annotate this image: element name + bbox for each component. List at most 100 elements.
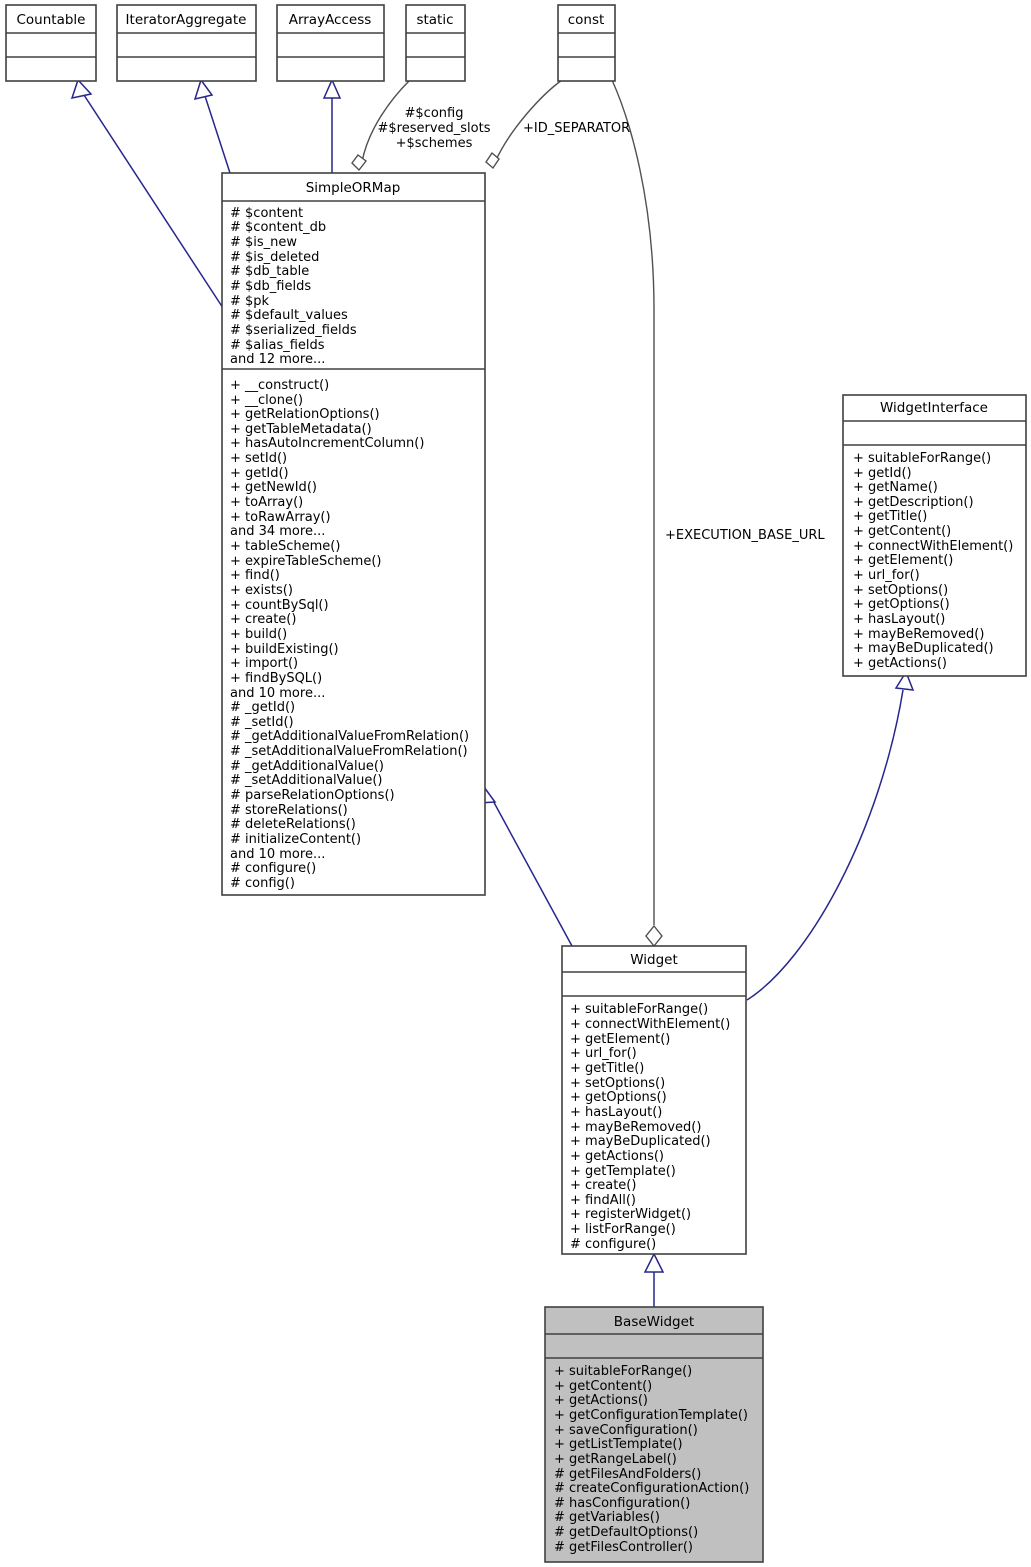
svg-text:and 12 more...: and 12 more...: [230, 352, 325, 367]
class-box-widget[interactable]: Widget + suitableForRange() + connectWit…: [561, 945, 747, 1255]
svg-text:and 10 more...: and 10 more...: [230, 686, 325, 701]
class-title-widget: Widget: [630, 952, 678, 968]
svg-text:+ registerWidget(): + registerWidget(): [570, 1207, 691, 1222]
svg-text:+ getNewId(): + getNewId(): [230, 480, 317, 495]
svg-text:+ find(): + find(): [230, 568, 280, 583]
svg-text:+ expireTableScheme(): + expireTableScheme(): [230, 554, 381, 569]
svg-text:+ getName(): + getName(): [853, 480, 938, 495]
svg-text:+ countBySql(): + countBySql(): [230, 598, 329, 613]
svg-text:+ toArray(): + toArray(): [230, 495, 303, 510]
svg-text:+ build(): + build(): [230, 627, 287, 642]
svg-text:# createConfigurationAction(): # createConfigurationAction(): [554, 1481, 749, 1496]
svg-text:+ setOptions(): + setOptions(): [853, 583, 948, 598]
svg-text:+ toRawArray(): + toRawArray(): [230, 510, 331, 525]
svg-text:# $db_table: # $db_table: [230, 264, 309, 279]
svg-text:+ __construct(): + __construct(): [230, 378, 329, 393]
edge-widget-const: [611, 79, 663, 948]
svg-text:+ mayBeRemoved(): + mayBeRemoved(): [853, 627, 984, 642]
class-title-static: static: [416, 12, 453, 28]
svg-text:+ getActions(): + getActions(): [853, 656, 947, 671]
svg-text:# _getId(): # _getId(): [230, 700, 295, 715]
svg-text:+ listForRange(): + listForRange(): [570, 1222, 676, 1237]
svg-text:+ hasLayout(): + hasLayout(): [853, 612, 945, 627]
edge-simpleormap-iteratoraggregate: [193, 78, 231, 174]
edge-basewidget-widget: [643, 1252, 665, 1307]
svg-text:# storeRelations(): # storeRelations(): [230, 803, 348, 818]
svg-text:+ findBySQL(): + findBySQL(): [230, 671, 322, 686]
svg-text:+ getTableMetadata(): + getTableMetadata(): [230, 422, 372, 437]
svg-text:+ getConfigurationTemplate(): + getConfigurationTemplate(): [554, 1408, 748, 1423]
class-box-simpleormap[interactable]: SimpleORMap # $content # $content_db # $…: [221, 172, 486, 896]
svg-text:+ getActions(): + getActions(): [554, 1393, 648, 1408]
svg-text:+ findAll(): + findAll(): [570, 1193, 636, 1208]
svg-text:+ getTemplate(): + getTemplate(): [570, 1164, 676, 1179]
svg-text:# $pk: # $pk: [230, 294, 270, 309]
class-title-iteratoraggregate: IteratorAggregate: [126, 12, 247, 28]
svg-text:# getDefaultOptions(): # getDefaultOptions(): [554, 1525, 698, 1540]
svg-text:# $content: # $content: [230, 206, 303, 221]
class-box-basewidget[interactable]: BaseWidget + suitableForRange() + getCon…: [544, 1306, 764, 1563]
class-title-simpleormap: SimpleORMap: [306, 180, 401, 196]
svg-text:+ buildExisting(): + buildExisting(): [230, 642, 339, 657]
svg-text:+ setOptions(): + setOptions(): [570, 1076, 665, 1091]
svg-text:+ getRangeLabel(): + getRangeLabel(): [554, 1452, 677, 1467]
edge-widget-simpleormap: [477, 785, 573, 947]
edge-simpleormap-const: [485, 79, 563, 170]
svg-text:#$reserved_slots: #$reserved_slots: [378, 121, 491, 136]
svg-text:+ suitableForRange(): + suitableForRange(): [554, 1364, 692, 1379]
class-title-widgetinterface: WidgetInterface: [880, 400, 988, 416]
class-box-static[interactable]: static: [405, 4, 466, 82]
svg-text:+ getDescription(): + getDescription(): [853, 495, 974, 510]
svg-text:# _setAdditionalValueFromRelat: # _setAdditionalValueFromRelation(): [230, 744, 468, 759]
svg-text:+ suitableForRange(): + suitableForRange(): [853, 451, 991, 466]
svg-text:# $default_values: # $default_values: [230, 308, 348, 323]
class-box-widgetinterface[interactable]: WidgetInterface + suitableForRange() + g…: [842, 394, 1027, 677]
class-box-iteratoraggregate[interactable]: IteratorAggregate: [116, 4, 257, 82]
svg-text:# _setId(): # _setId(): [230, 715, 294, 730]
svg-text:+ suitableForRange(): + suitableForRange(): [570, 1002, 708, 1017]
svg-text:# parseRelationOptions(): # parseRelationOptions(): [230, 788, 395, 803]
svg-text:+ mayBeDuplicated(): + mayBeDuplicated(): [853, 641, 994, 656]
svg-text:# $alias_fields: # $alias_fields: [230, 338, 325, 353]
svg-text:+ hasAutoIncrementColumn(): + hasAutoIncrementColumn(): [230, 436, 424, 451]
svg-text:and 34 more...: and 34 more...: [230, 524, 325, 539]
class-title-arrayaccess: ArrayAccess: [289, 12, 372, 28]
svg-text:+ getId(): + getId(): [230, 466, 289, 481]
class-box-arrayaccess[interactable]: ArrayAccess: [276, 4, 385, 82]
svg-text:+ __clone(): + __clone(): [230, 393, 303, 408]
svg-text:+ getTitle(): + getTitle(): [570, 1061, 644, 1076]
svg-text:# config(): # config(): [230, 876, 295, 891]
svg-text:+ hasLayout(): + hasLayout(): [570, 1105, 662, 1120]
svg-text:+ create(): + create(): [570, 1178, 636, 1193]
svg-text:# getVariables(): # getVariables(): [554, 1510, 660, 1525]
svg-text:+ getActions(): + getActions(): [570, 1149, 664, 1164]
svg-text:+ getRelationOptions(): + getRelationOptions(): [230, 407, 380, 422]
class-methods-basewidget: + suitableForRange() + getContent() + ge…: [554, 1364, 749, 1555]
svg-text:+ getTitle(): + getTitle(): [853, 509, 927, 524]
svg-text:+ getContent(): + getContent(): [853, 524, 951, 539]
svg-text:+ connectWithElement(): + connectWithElement(): [853, 539, 1013, 554]
svg-text:+ url_for(): + url_for(): [570, 1046, 637, 1061]
svg-text:# $is_deleted: # $is_deleted: [230, 250, 319, 265]
class-title-basewidget: BaseWidget: [614, 1314, 694, 1330]
class-box-const[interactable]: const: [557, 4, 616, 82]
svg-text:+ getOptions(): + getOptions(): [853, 597, 950, 612]
svg-text:#$config: #$config: [405, 106, 464, 121]
edge-label-id-separator: +ID_SEPARATOR: [523, 121, 630, 136]
svg-text:+ connectWithElement(): + connectWithElement(): [570, 1017, 730, 1032]
svg-text:+ getOptions(): + getOptions(): [570, 1090, 667, 1105]
class-box-countable[interactable]: Countable: [5, 4, 97, 82]
svg-text:# deleteRelations(): # deleteRelations(): [230, 817, 356, 832]
svg-text:# getFilesAndFolders(): # getFilesAndFolders(): [554, 1467, 701, 1482]
class-attributes-simpleormap: # $content # $content_db # $is_new # $is…: [230, 206, 357, 367]
svg-text:+ create(): + create(): [230, 612, 296, 627]
class-methods-simpleormap: + __construct() + __clone() + getRelatio…: [230, 378, 469, 891]
svg-text:+ setId(): + setId(): [230, 451, 287, 466]
svg-text:+ import(): + import(): [230, 656, 298, 671]
svg-text:# _getAdditionalValueFromRelat: # _getAdditionalValueFromRelation(): [230, 729, 469, 744]
svg-text:# _getAdditionalValue(): # _getAdditionalValue(): [230, 759, 384, 774]
svg-text:+ saveConfiguration(): + saveConfiguration(): [554, 1423, 698, 1438]
svg-text:+ mayBeRemoved(): + mayBeRemoved(): [570, 1120, 701, 1135]
svg-text:+ getElement(): + getElement(): [570, 1032, 670, 1047]
svg-text:# configure(): # configure(): [570, 1237, 656, 1252]
